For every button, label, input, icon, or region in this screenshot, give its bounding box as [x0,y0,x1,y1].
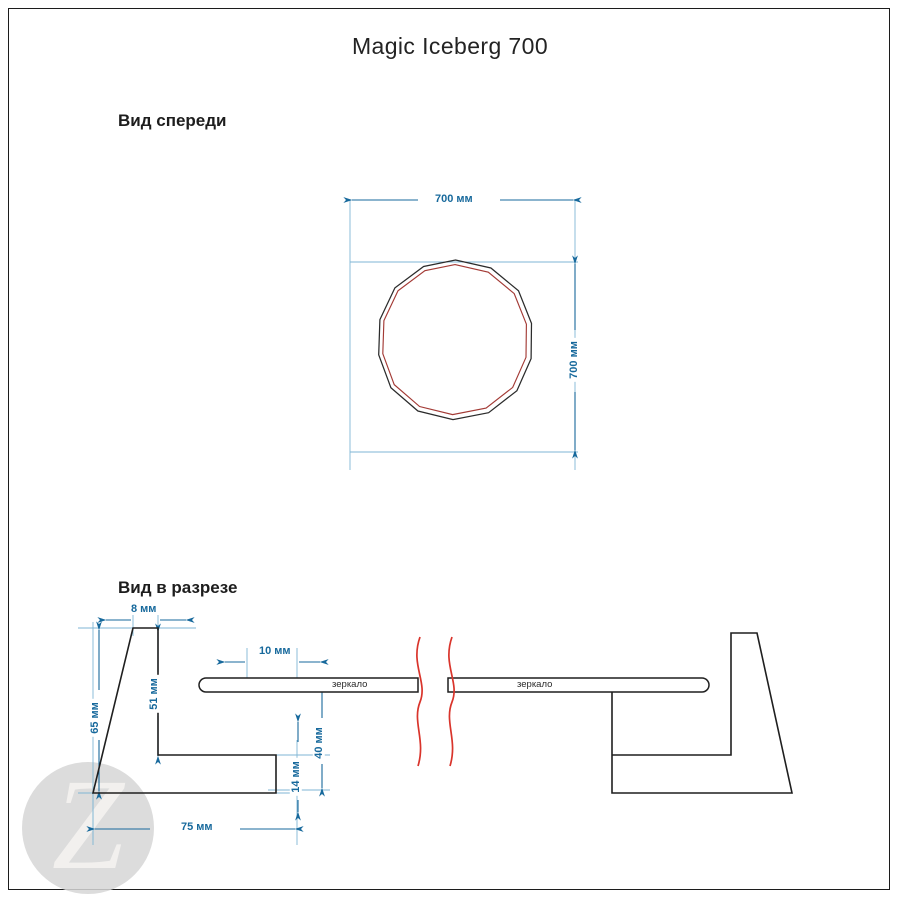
left-bracket-profile [91,627,277,794]
right-bracket-profile [611,632,793,794]
watermark: Z [22,753,154,897]
part-label-mirror-right: зеркало [513,679,557,690]
dim-label-panel-offset: 10 мм [256,645,294,657]
section-view-group [78,608,793,845]
dim-label-bracket-thickness: 8 мм [128,603,160,615]
front-view-heading: Вид спереди [118,111,227,130]
dim-label-lip-height: 14 мм [289,758,302,796]
part-label-mirror-left: зеркало [328,679,372,690]
dim-label-front-height: 700 мм [567,338,580,382]
page-title: Magic Iceberg 700 [351,33,549,59]
section-view-heading: Вид в разрезе [118,578,238,597]
mirror-outer-polygon [378,259,533,421]
mirror-panel-left [198,677,419,693]
dim-label-drop-height: 40 мм [312,724,325,762]
break-line-left [416,636,423,767]
mirror-inner-polygon [382,264,527,416]
front-view-extension-lines [349,200,578,470]
dim-label-front-width: 700 мм [432,193,476,205]
dim-label-bracket-height: 65 мм [88,699,101,737]
break-line-right [448,636,455,767]
front-view-group [343,197,582,470]
dim-label-base-depth: 75 мм [178,821,216,833]
dim-label-inner-height: 51 мм [147,675,160,713]
mirror-panel-right [447,677,710,693]
svg-text:Z: Z [52,753,126,897]
